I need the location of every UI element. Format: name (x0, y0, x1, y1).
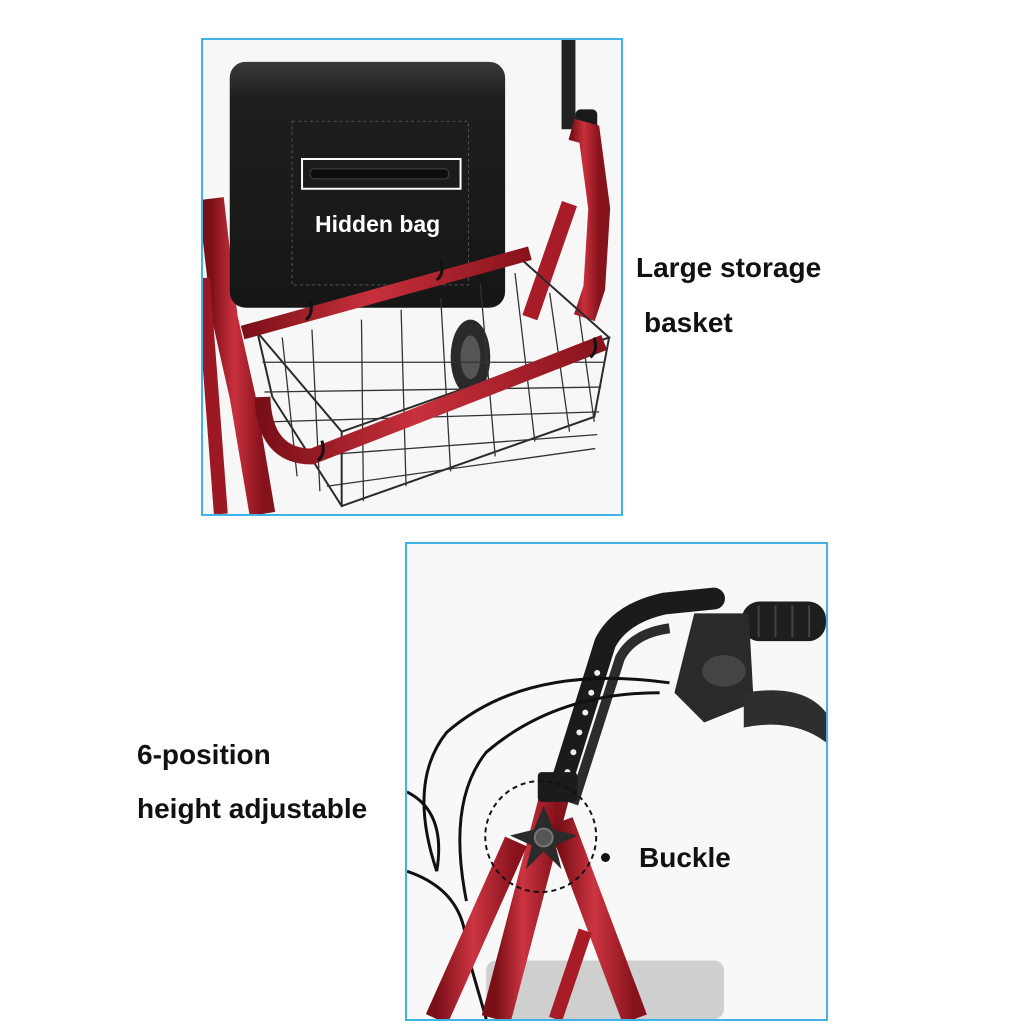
photo-storage-basket (201, 38, 623, 516)
height-adjustment-illustration (407, 544, 826, 1019)
storage-caption-line2: basket (644, 307, 733, 338)
height-caption-line1: 6-position (137, 739, 271, 770)
buckle-knob (510, 805, 578, 870)
buckle-caption: Buckle (639, 842, 731, 873)
hidden-bag-label: Hidden bag (315, 211, 441, 237)
bullet-icon (601, 853, 610, 862)
photo-height-adjustment (405, 542, 828, 1021)
storage-caption-line1: Large storage (636, 252, 822, 283)
height-caption-line2: height adjustable (137, 793, 368, 824)
storage-basket-illustration (203, 40, 621, 514)
